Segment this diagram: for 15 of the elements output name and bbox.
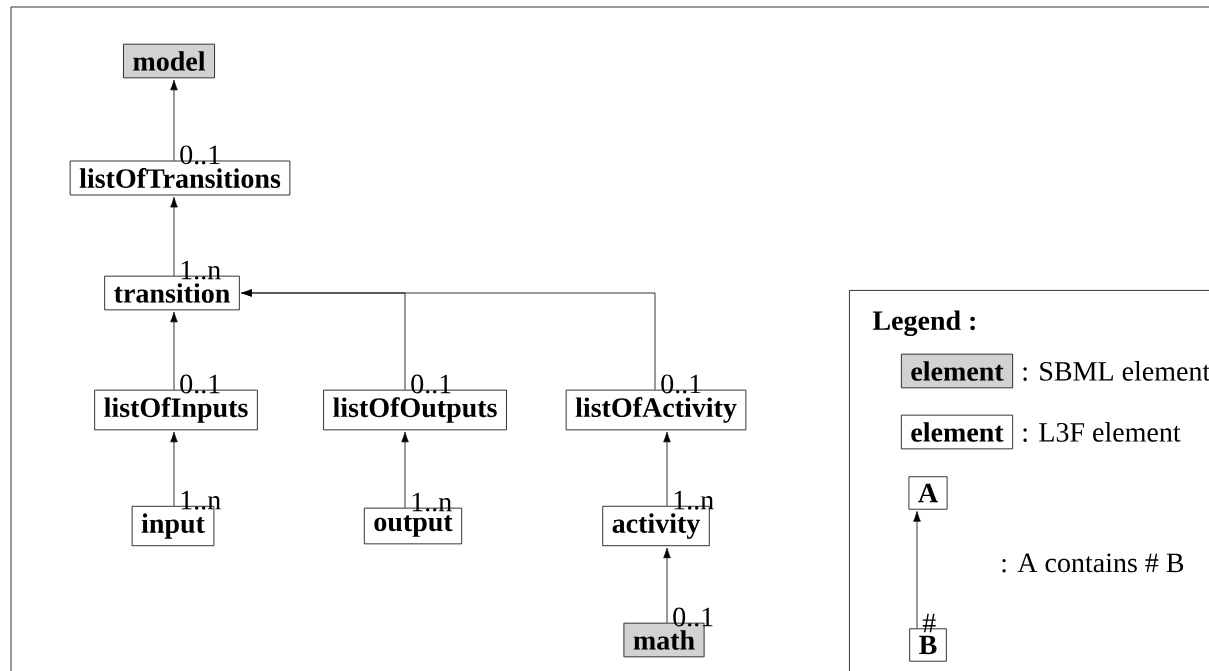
arrow	[913, 511, 921, 629]
arrow	[170, 79, 178, 161]
legend-sample-box: A	[908, 476, 948, 510]
arrow	[170, 311, 178, 391]
legend-sample-box: element	[900, 414, 1014, 450]
arrow	[663, 431, 671, 507]
arrow	[401, 431, 409, 509]
arrow	[241, 289, 656, 391]
arrow	[170, 431, 178, 507]
arrow	[663, 547, 671, 624]
legend-text: : A contains # B	[1002, 553, 1184, 573]
legend-text: : L3F element	[1023, 422, 1181, 442]
element-box: model	[123, 43, 215, 79]
arrow	[170, 196, 178, 277]
legend-sample-box: element	[900, 353, 1014, 389]
